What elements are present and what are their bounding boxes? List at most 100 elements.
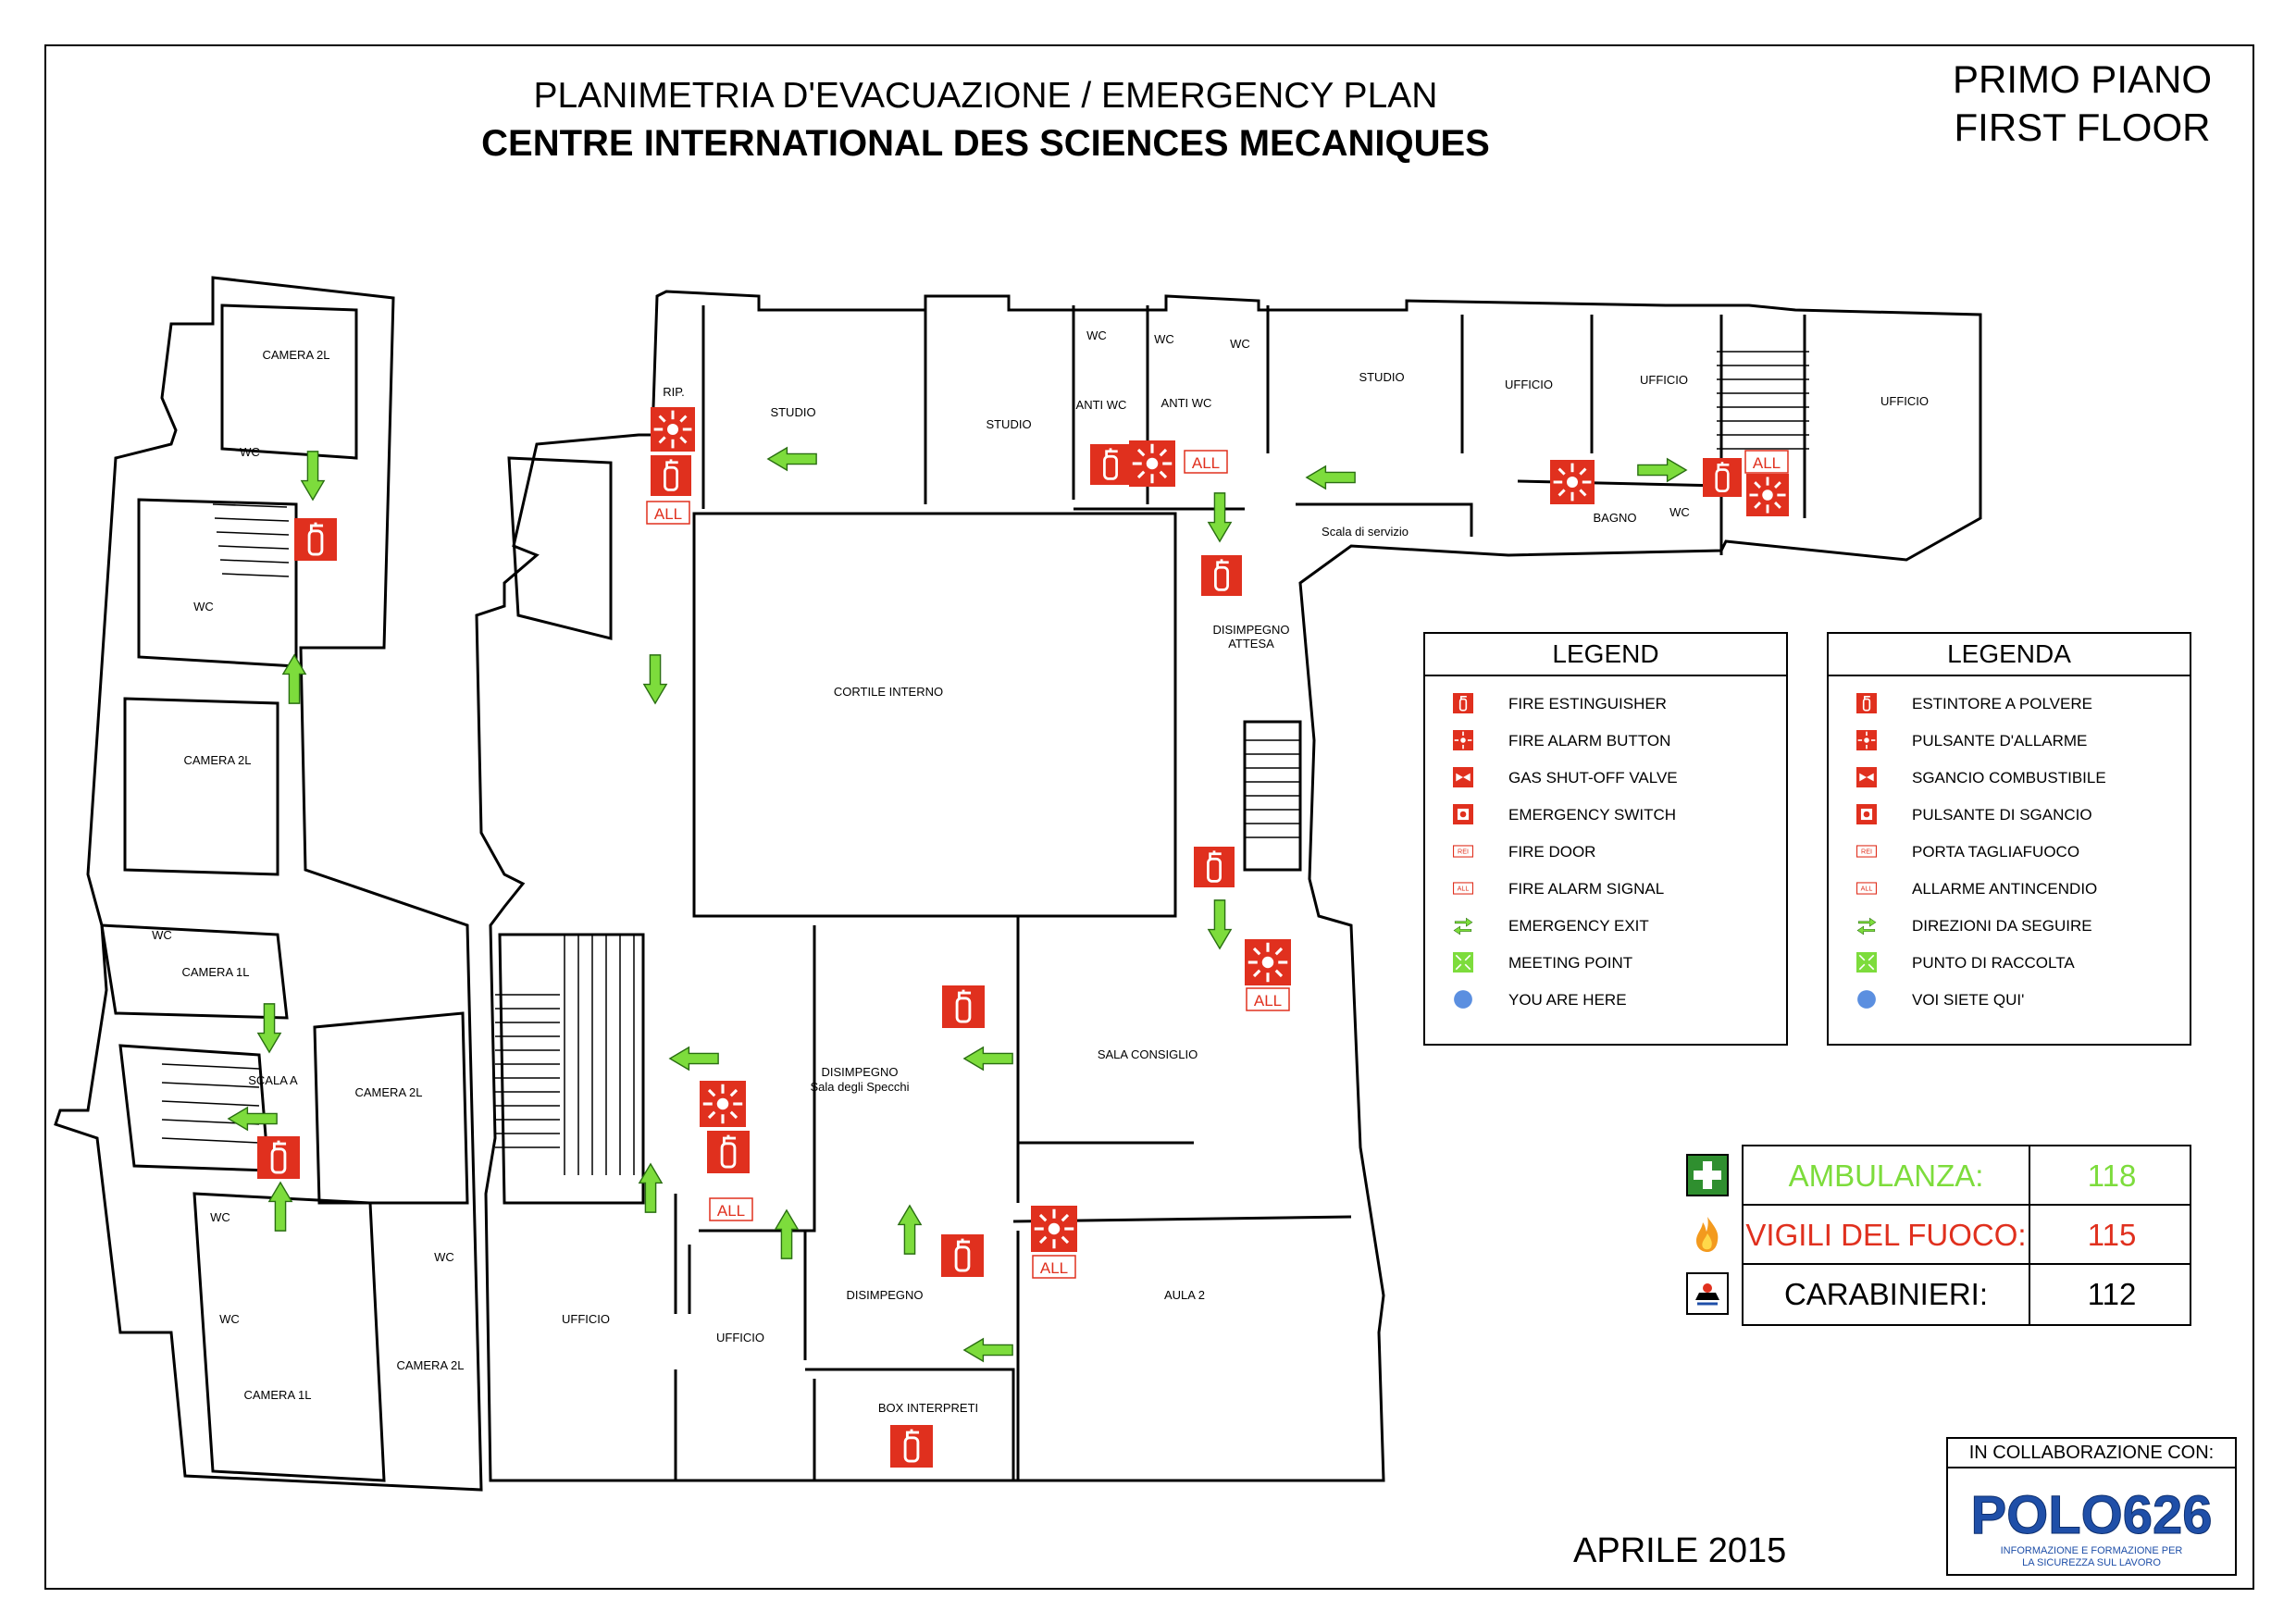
room-label: RIP. [663,385,685,399]
exit-arrow-down [1208,899,1232,949]
legend-en-label: FIRE DOOR [1508,843,1596,861]
room-label: WC [152,928,172,942]
room-label: UFFICIO [716,1331,764,1344]
legend-en-label: FIRE ALARM SIGNAL [1508,880,1665,898]
room-label: STUDIO [770,405,815,419]
exit-arrow-left [1306,465,1356,489]
gas-valve-icon [1856,767,1877,787]
meeting-point-icon [1856,952,1877,973]
legend-it-row: PULSANTE DI SGANCIO [1829,800,2190,834]
legend-it-row: VOI SIETE QUI' [1829,985,2190,1019]
fire-extinguisher-icon [257,1136,300,1179]
legend-en-row: EMERGENCY EXIT [1425,911,1786,945]
fire-alarm-button-icon [1129,440,1175,487]
fire-extinguisher-icon [651,455,691,496]
room-label: UFFICIO [1505,378,1553,391]
fire-extinguisher-icon [1856,693,1877,713]
legend-en-title: LEGEND [1425,634,1786,676]
polo626-logo: POLO626 INFORMAZIONE E FORMAZIONE PER LA… [1970,1485,2213,1569]
room-label: WC [1669,505,1690,519]
alarm-tag: ALL [717,1202,745,1220]
room-label: ANTI WC [1076,398,1127,412]
legend-en-row: YOU ARE HERE [1425,985,1786,1019]
legend-it-label: PUNTO DI RACCOLTA [1912,954,2075,972]
room-label: WC [434,1250,454,1264]
room-label: AULA 2 [1164,1288,1205,1302]
legend-it-label: VOI SIETE QUI' [1912,991,2025,1009]
fire-alarm-button-icon [1031,1206,1077,1252]
legend-en-label: MEETING POINT [1508,954,1633,972]
emergency-switch-icon [1856,804,1877,824]
emergency-switch-icon [1453,804,1473,824]
emergency-name: AMBULANZA: [1744,1146,2030,1204]
legend-en-row: EMERGENCY SWITCH [1425,800,1786,834]
alarm-signal-tags: ALL ALL ALL ALL ALL ALL [646,450,1789,1279]
legend-it-label: ALLARME ANTINCENDIO [1912,880,2098,898]
exit-arrows-icon [1453,917,1473,935]
exit-arrows-icon [1856,917,1877,935]
floor-label: PRIMO PIANO FIRST FLOOR [1888,56,2277,152]
exit-arrow-left [963,1338,1013,1362]
exit-arrow-down [257,1003,281,1053]
room-label: CAMERA 2L [355,1085,423,1099]
legend-en-row: GAS SHUT-OFF VALVE [1425,763,1786,797]
emergency-number: 112 [2087,1277,2137,1311]
room-label: CAMERA 1L [182,965,250,979]
legend-en-label: FIRE ALARM BUTTON [1508,732,1671,750]
room-label: Scala di servizio [1322,525,1409,539]
collaboration-label: IN COLLABORAZIONE CON: [1948,1439,2235,1468]
alarm-tag: ALL [1040,1259,1068,1277]
exit-arrow-left [669,1047,719,1071]
legend-en-label: EMERGENCY EXIT [1508,917,1649,935]
fire-alarm-button-icon [1550,460,1595,504]
emergency-numbers-table: AMBULANZA: 118 VIGILI DEL FUOCO: 115 CAR… [1742,1145,2191,1326]
you-are-here-icon [1454,990,1472,1009]
exit-arrow-down [1208,492,1232,542]
room-label: WC [240,445,260,459]
alarm-signal-icon: ALL [1856,882,1877,895]
room-label: UFFICIO [1640,373,1688,387]
legend-en-row: REI FIRE DOOR [1425,837,1786,871]
fire-alarm-button-icon [1856,730,1877,750]
svg-text:ALL: ALL [1861,886,1873,893]
legend-it-row: ALL ALLARME ANTINCENDIO [1829,874,2190,908]
room-label: WC [1230,337,1250,351]
fire-door-icon: REI [1856,845,1877,858]
room-label: CAMERA 1L [244,1388,312,1402]
legend-it-label: SGANCIO COMBUSTIBILE [1912,769,2106,787]
building-name: CENTRE INTERNATIONAL DES SCIENCES MECANI… [481,123,1490,164]
fire-extinguisher-icon [1194,847,1235,887]
svg-text:ALL: ALL [1458,886,1470,893]
you-are-here-icon [1857,990,1876,1009]
room-label: BAGNO [1594,511,1637,525]
legend-en: LEGEND FIRE ESTINGUISHER FIRE ALARM BUTT… [1423,632,1788,1046]
alarm-signal-icon: ALL [1453,882,1473,895]
room-labels: CAMERA 2L WC WC CAMERA 2L WC CAMERA 1L S… [152,328,1929,1415]
fire-flame-icon [1696,1217,1719,1252]
legend-en-row: MEETING POINT [1425,948,1786,982]
floor-label-en: FIRST FLOOR [1954,105,2211,149]
legend-en-row: FIRE ESTINGUISHER [1425,689,1786,723]
collaboration-box: IN COLLABORAZIONE CON: POLO626 INFORMAZI… [1946,1437,2237,1576]
room-label: STUDIO [986,417,1031,431]
legend-en-label: GAS SHUT-OFF VALVE [1508,769,1678,787]
carabinieri-icon [1686,1272,1729,1315]
legend-en-label: YOU ARE HERE [1508,991,1627,1009]
exit-arrow-up [898,1205,922,1255]
legend-it-label: ESTINTORE A POLVERE [1912,695,2092,712]
room-label: SCALA A [248,1073,298,1087]
room-label: UFFICIO [562,1312,610,1326]
exit-arrow-up [775,1209,799,1259]
room-label: ATTESA [1228,637,1274,650]
room-label: WC [193,600,214,613]
floor-label-it: PRIMO PIANO [1952,57,2213,101]
room-label: WC [1154,332,1174,346]
fire-extinguisher-icon [890,1425,933,1468]
first-aid-icon [1686,1154,1729,1196]
legend-it-row: SGANCIO COMBUSTIBILE [1829,763,2190,797]
exit-arrow-down [643,654,667,704]
room-label: CAMERA 2L [263,348,330,362]
stairs [161,351,1809,1175]
legend-it-label: PORTA TAGLIAFUOCO [1912,843,2080,861]
